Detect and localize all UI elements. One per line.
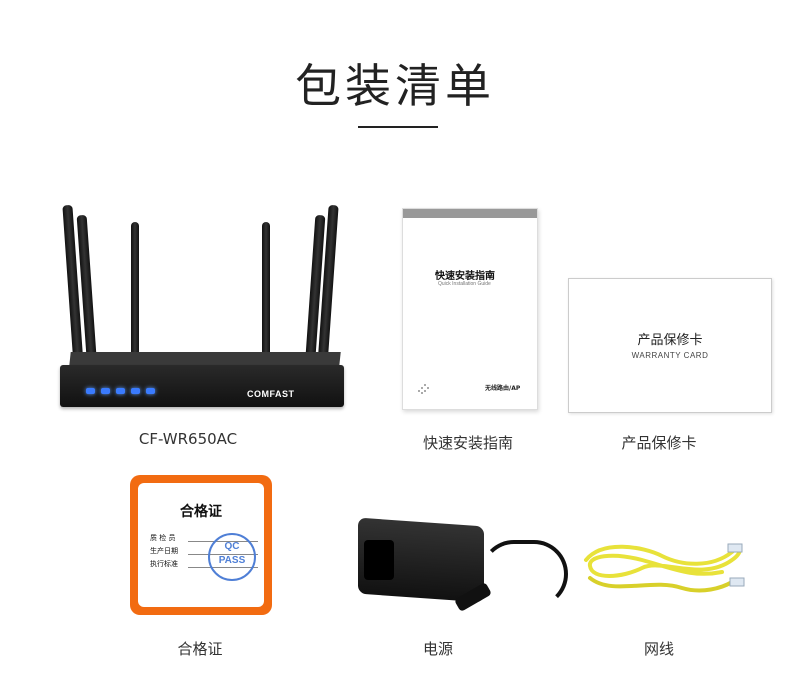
- warranty-card-image: 产品保修卡 WARRANTY CARD: [568, 278, 772, 413]
- stamp-top-text: QC: [224, 541, 240, 552]
- qc-pass-stamp-icon: QC PASS: [208, 533, 256, 581]
- booklet-logo-icon: [418, 384, 429, 394]
- booklet-band: [403, 209, 537, 218]
- status-led: [131, 388, 140, 394]
- caption-guide: 快速安装指南: [422, 434, 513, 452]
- router-top: [69, 352, 341, 366]
- status-led: [86, 388, 95, 394]
- ethernet-cable-image: [584, 543, 745, 593]
- caption-warranty: 产品保修卡: [621, 434, 697, 452]
- title-divider: [358, 126, 438, 128]
- router-brand-logo: COMFAST: [247, 389, 295, 399]
- booklet-product: 无线路由/AP: [485, 385, 521, 392]
- certificate-card: 合格证 质 检 员 生产日期 执行标准 QC PASS: [138, 483, 264, 607]
- caption-router: CF-WR650AC: [138, 430, 238, 448]
- quick-guide-image: 快速安装指南 Quick Installation Guide 无线路由/AP: [402, 208, 538, 410]
- adapter-cable: [480, 540, 568, 608]
- status-led: [146, 388, 155, 394]
- booklet-subtitle: Quick Installation Guide: [438, 281, 491, 287]
- caption-lan-cable: 网线: [643, 640, 674, 658]
- status-led: [116, 388, 125, 394]
- card-subtitle: WARRANTY CARD: [631, 351, 709, 360]
- antenna: [131, 222, 139, 357]
- cert-row-label: 质 检 员: [150, 534, 176, 542]
- caption-certificate: 合格证: [177, 640, 223, 658]
- certificate-title: 合格证: [180, 504, 222, 520]
- stamp-bottom-text: PASS: [218, 555, 246, 566]
- card-title: 产品保修卡: [637, 333, 703, 348]
- router-body: [60, 365, 344, 407]
- booklet-title: 快速安装指南: [435, 271, 495, 282]
- certificate-image: 合格证 质 检 员 生产日期 执行标准 QC PASS: [130, 475, 272, 615]
- antenna: [262, 222, 270, 357]
- page-title: 包装清单: [295, 59, 495, 113]
- status-led: [101, 388, 110, 394]
- caption-power: 电源: [422, 640, 453, 658]
- cert-row-label: 执行标准: [150, 560, 178, 568]
- adapter-plug: [364, 540, 394, 580]
- cert-row-label: 生产日期: [150, 547, 178, 555]
